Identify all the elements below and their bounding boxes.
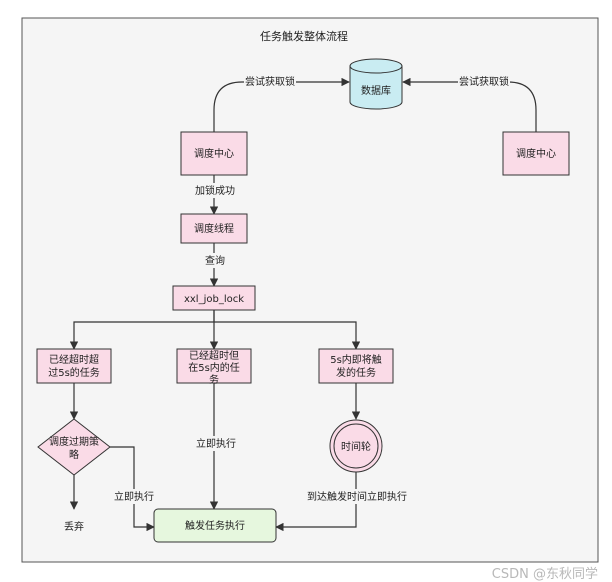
node-lock: xxl_job_lock bbox=[172, 285, 256, 311]
label-lock-success: 加锁成功 bbox=[195, 184, 235, 197]
node-upcoming-line1: 5s内即将触 bbox=[330, 353, 382, 366]
node-expired: 已经超时超 过5s的任务 bbox=[36, 348, 112, 384]
node-strategy: 调度过期策 略 bbox=[37, 418, 111, 476]
node-within5s-line1: 已经超时但 bbox=[189, 349, 239, 362]
node-scheduler-right-label: 调度中心 bbox=[516, 147, 556, 160]
label-query: 查询 bbox=[205, 254, 225, 267]
node-within5s: 已经超时但 在5s内的任 务 bbox=[176, 348, 252, 386]
node-upcoming-line2: 发的任务 bbox=[336, 366, 376, 379]
node-expired-line1: 已经超时超 bbox=[49, 353, 99, 366]
node-lock-label: xxl_job_lock bbox=[184, 294, 244, 305]
node-within5s-line2: 在5s内的任 bbox=[188, 361, 240, 374]
label-try-lock-left: 尝试获取锁 bbox=[245, 75, 295, 88]
node-database-label: 数据库 bbox=[361, 84, 391, 97]
node-thread-label: 调度线程 bbox=[194, 222, 234, 235]
node-discard-label: 丢弃 bbox=[64, 520, 84, 533]
edge-strategy-to-trigger bbox=[110, 446, 155, 532]
label-on-time-exec: 到达触发时间立即执行 bbox=[307, 490, 407, 503]
edge-left-to-database bbox=[213, 77, 350, 132]
node-database: 数据库 bbox=[349, 58, 403, 110]
node-scheduler-left-label: 调度中心 bbox=[194, 147, 234, 160]
node-strategy-line2: 略 bbox=[69, 448, 79, 461]
node-strategy-line1: 调度过期策 bbox=[49, 435, 99, 448]
node-timewheel: 时间轮 bbox=[329, 419, 383, 473]
edge-lock-to-upcoming bbox=[214, 321, 361, 350]
node-expired-line2: 过5s的任务 bbox=[48, 366, 100, 379]
watermark: CSDN @东秋同学 bbox=[492, 566, 598, 582]
node-thread: 调度线程 bbox=[180, 213, 248, 244]
label-exec-now-mid: 立即执行 bbox=[196, 437, 236, 450]
node-scheduler-right: 调度中心 bbox=[502, 131, 570, 176]
label-exec-now-left: 立即执行 bbox=[114, 490, 154, 503]
node-trigger-label: 触发任务执行 bbox=[185, 519, 245, 532]
node-upcoming: 5s内即将触 发的任务 bbox=[318, 348, 394, 384]
node-within5s-line3: 务 bbox=[209, 373, 219, 386]
node-trigger: 触发任务执行 bbox=[153, 508, 277, 543]
node-timewheel-label: 时间轮 bbox=[341, 440, 371, 453]
diagram-title: 任务触发整体流程 bbox=[260, 29, 348, 43]
node-scheduler-left: 调度中心 bbox=[180, 131, 248, 176]
label-try-lock-right: 尝试获取锁 bbox=[459, 75, 509, 88]
diagram-canvas bbox=[21, 17, 599, 563]
